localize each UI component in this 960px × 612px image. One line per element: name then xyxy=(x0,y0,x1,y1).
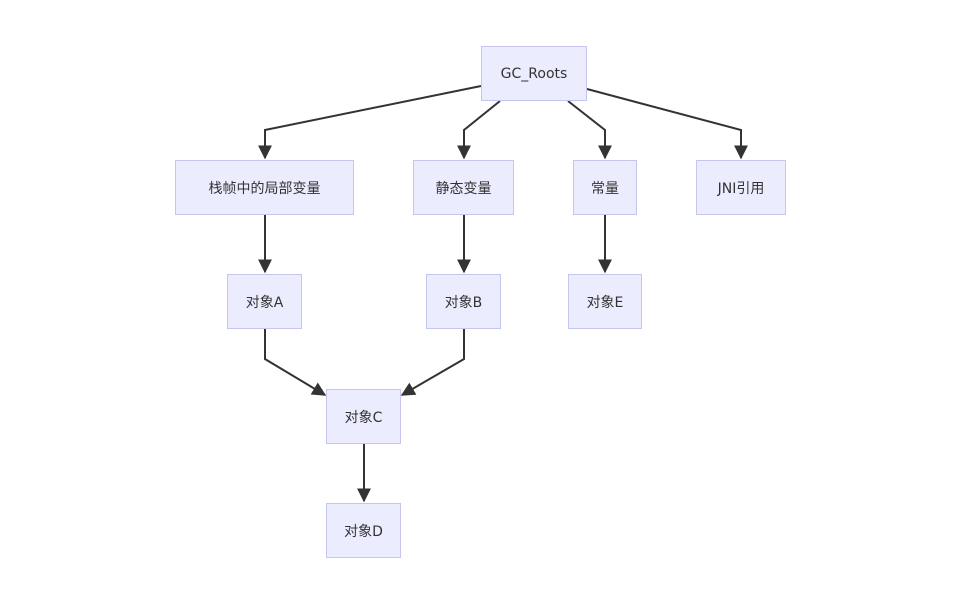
node-object-a: 对象A xyxy=(227,274,302,329)
edge-object-b-to-object-c xyxy=(400,329,465,396)
edge-gc-roots-to-jni-refs xyxy=(586,88,748,160)
edge-gc-roots-to-stack-local-vars xyxy=(258,85,482,160)
node-stack-local-vars: 栈帧中的局部变量 xyxy=(175,160,354,215)
node-jni-refs: JNI引用 xyxy=(696,160,786,215)
edge-gc-roots-to-constants xyxy=(567,100,612,160)
node-object-e: 对象E xyxy=(568,274,642,329)
node-object-c: 对象C xyxy=(326,389,401,444)
edge-gc-roots-to-static-vars xyxy=(457,100,501,160)
node-gc-roots: GC_Roots xyxy=(481,46,587,101)
node-object-b: 对象B xyxy=(426,274,501,329)
edge-object-a-to-object-c xyxy=(264,329,327,396)
node-constants: 常量 xyxy=(573,160,637,215)
node-object-d: 对象D xyxy=(326,503,401,558)
node-static-vars: 静态变量 xyxy=(413,160,514,215)
